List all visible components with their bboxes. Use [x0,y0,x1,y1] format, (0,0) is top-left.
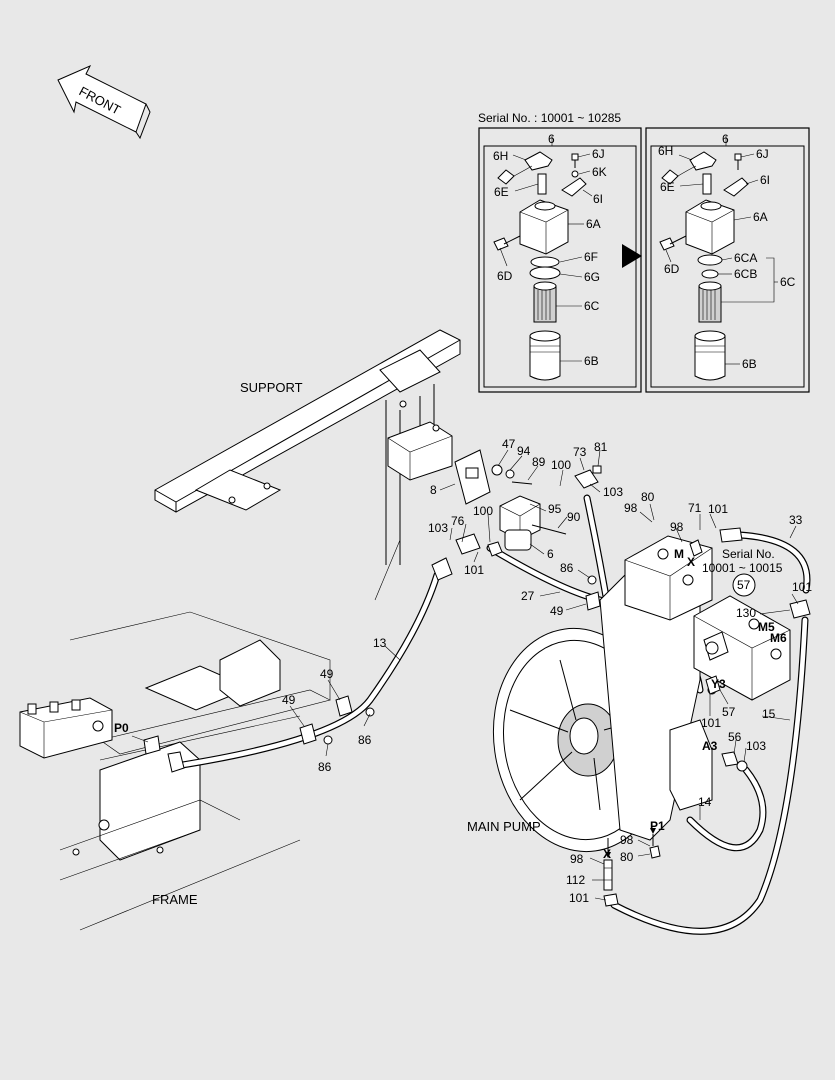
inset-right-group: 6 [722,132,729,146]
callout-6f: 6F [584,250,598,264]
port-x-bottom: X [603,847,611,861]
callout-80-b: 80 [620,850,634,864]
port-p0: P0 [114,721,129,735]
callout-71: 71 [688,501,702,515]
inset-left: Serial No. : 10001 ~ 10285 6 [478,111,642,393]
callout-numbers: 47 94 89 73 81 100 103 8 95 90 103 76 10… [282,437,812,905]
inset-left-group: 6 [548,132,555,146]
callout-103-b: 103 [428,521,448,535]
callout-8: 8 [430,483,437,497]
callout-103-a: 103 [603,485,623,499]
callout-6h-r: 6H [658,144,673,158]
port-a3: A3 [702,739,718,753]
callout-6cb-r: 6CB [734,267,757,281]
inset-right: 6 6H 6J 6E 6I 6A [645,127,810,393]
callout-100-b: 100 [473,504,493,518]
callout-6i: 6I [593,192,603,206]
callout-73: 73 [573,445,587,459]
leader-lines [131,449,799,901]
callout-98-d: 98 [570,852,584,866]
callout-6d: 6D [497,269,513,283]
callout-57-a: 57 [737,578,751,592]
callout-49-b: 49 [320,667,334,681]
callout-101-c: 101 [792,580,812,594]
serial-right-1: Serial No. [722,547,775,561]
callout-76: 76 [451,514,465,528]
support-bracket: SUPPORT [154,329,461,601]
callout-6h: 6H [493,149,508,163]
callout-98-c: 98 [620,833,634,847]
callout-27: 27 [521,589,535,603]
callout-6d-r: 6D [664,262,680,276]
callout-6c-r: 6C [780,275,796,289]
callout-6ca-r: 6CA [734,251,757,265]
callout-101-b: 101 [708,502,728,516]
callout-101-e: 101 [569,891,589,905]
port-y3: Y3 [711,677,726,691]
callout-6g: 6G [584,270,600,284]
inset-left-serial: Serial No. : 10001 ~ 10285 [478,111,621,125]
callout-15: 15 [762,707,776,721]
callout-6i-r: 6I [760,173,770,187]
callout-49-a: 49 [550,604,564,618]
main-pump: MAIN PUMP [467,535,791,853]
callout-6b-r: 6B [742,357,757,371]
port-m6: M6 [770,631,787,645]
callout-33: 33 [789,513,803,527]
callout-86-c: 86 [318,760,332,774]
callout-57-b: 57 [722,705,736,719]
front-arrow-icon: FRONT [57,64,151,140]
callout-112: 112 [566,873,585,887]
callout-100-a: 100 [551,458,571,472]
callout-6: 6 [547,547,554,561]
callout-56: 56 [728,730,742,744]
callout-57-circle [732,573,756,597]
callout-47: 47 [502,437,516,451]
port-m5: M5 [758,620,775,634]
callout-6e-r: 6E [660,180,675,194]
callout-14: 14 [698,795,712,809]
callout-98-b: 98 [670,520,684,534]
callout-80-a: 80 [641,490,655,504]
callout-6b: 6B [584,354,599,368]
callout-49-c: 49 [282,693,296,707]
callout-94: 94 [517,444,531,458]
arrow-right-icon [622,244,642,268]
callout-89: 89 [532,455,546,469]
port-m: M [674,547,684,561]
serial-right-2: 10001 ~ 10015 [702,561,783,575]
callout-101-a: 101 [464,563,484,577]
callout-6a-r: 6A [753,210,768,224]
port-x-top: X [687,555,695,569]
pump-fittings [143,527,811,907]
callout-86-a: 86 [560,561,574,575]
support-label: SUPPORT [240,380,303,395]
callout-95: 95 [548,502,562,516]
callout-101-d: 101 [701,716,721,730]
callout-98-a: 98 [624,501,638,515]
callout-86-b: 86 [358,733,372,747]
callout-13: 13 [373,636,387,650]
callout-6j-r: 6J [756,147,769,161]
main-pump-label: MAIN PUMP [467,819,541,834]
callout-6a: 6A [586,217,601,231]
callout-6c: 6C [584,299,600,313]
callout-6j: 6J [592,147,605,161]
line-filter-assembly [431,449,602,581]
callout-81: 81 [594,440,608,454]
callout-6e: 6E [494,185,509,199]
callout-6k: 6K [592,165,607,179]
port-p1: P1 [650,819,665,833]
callout-103-c: 103 [746,739,766,753]
callout-130: 130 [736,606,756,620]
frame-label: FRAME [152,892,198,907]
callout-90: 90 [567,510,581,524]
